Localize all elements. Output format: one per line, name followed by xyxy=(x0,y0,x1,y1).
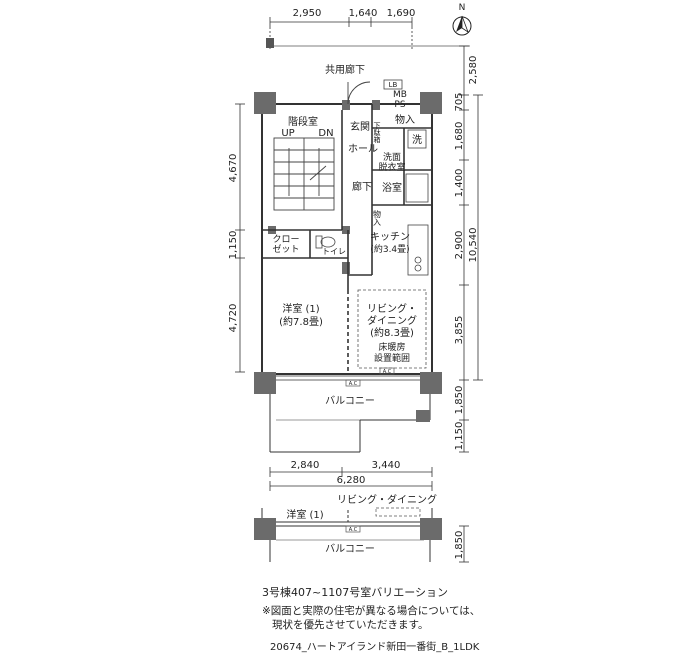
stair-up-label: UP xyxy=(281,128,294,139)
variation-dim: 1,850 xyxy=(454,531,465,560)
right-dim-5: 2,900 xyxy=(454,231,465,260)
stairwell xyxy=(273,137,335,211)
mb-label: MB xyxy=(393,90,407,100)
compass-label: N xyxy=(459,3,466,13)
kitchen-label-1: キッチン xyxy=(370,231,410,243)
western-room-label-1: 洋室 (1) xyxy=(282,302,319,315)
corridor-post xyxy=(266,38,274,48)
bottom-dimension-line xyxy=(269,467,433,491)
washroom-label-1: 洗面 xyxy=(383,151,401,163)
footer-label: 20674_ハートアイランド新田一番街_B_1LDK xyxy=(270,642,480,653)
living-label-2: ダイニング xyxy=(367,314,417,327)
right-dimension-line xyxy=(459,45,483,453)
washroom-label-2: 脱衣室 xyxy=(378,161,405,173)
right-dim-8: 1,150 xyxy=(454,422,465,451)
balcony-label: バルコニー xyxy=(325,395,375,407)
floor-heat-label-1: 床暖房 xyxy=(378,341,405,353)
right-dim-6: 3,855 xyxy=(454,316,465,345)
toilet-icon xyxy=(315,235,336,249)
entrance-door xyxy=(347,81,371,105)
top-dim-3: 1,690 xyxy=(387,8,416,19)
balcony-pillar xyxy=(416,410,430,422)
living-label-3: (約8.3畳) xyxy=(370,326,414,339)
variation-ac-label: A.C xyxy=(349,527,358,533)
wall-pillars xyxy=(254,92,442,394)
hall-label: ホール xyxy=(348,143,378,155)
western-room-label-2: (約7.8畳) xyxy=(279,315,323,328)
corridor-label: 廊下 xyxy=(352,180,372,193)
disclaimer-line-1: ※図面と実際の住宅が異なる場合については、 xyxy=(262,605,481,617)
balcony-outline xyxy=(269,394,431,453)
left-dim-3: 4,720 xyxy=(228,304,239,333)
right-dim-2: 705 xyxy=(454,92,465,111)
right-dim-4: 1,400 xyxy=(454,169,465,198)
variation-pillars xyxy=(254,518,442,540)
top-dim-2: 1,640 xyxy=(349,8,378,19)
lb-label: LB xyxy=(389,81,398,89)
kitchen-counter xyxy=(407,224,429,276)
toilet-label: トイレ xyxy=(322,247,346,256)
ac-unit-1 xyxy=(345,379,361,387)
ac-label-2: A.C xyxy=(383,369,392,375)
variation-caption: 3号棟407~1107号室バリエーション xyxy=(262,586,448,599)
variation-western-label: 洋室 (1) xyxy=(286,508,323,521)
variation-living-label: リビング・ダイニング xyxy=(337,493,437,506)
lb-box xyxy=(383,79,403,90)
top-dimension-line xyxy=(269,17,413,50)
left-dimension-line xyxy=(235,103,245,373)
common-corridor-label: 共用廊下 xyxy=(325,63,365,76)
ps-label: PS xyxy=(394,100,405,110)
top-dim-1: 2,950 xyxy=(293,8,322,19)
variation-ac-unit xyxy=(345,525,361,533)
variation-dimension-line xyxy=(459,525,469,563)
right-dim-3: 1,680 xyxy=(454,122,465,151)
bath-label: 浴室 xyxy=(382,181,402,194)
closet-label-2: ゼット xyxy=(272,243,299,255)
floor-heat-label-2: 設置範囲 xyxy=(374,352,410,364)
right-dim-7: 1,850 xyxy=(454,386,465,415)
right-dim-1: 2,580 xyxy=(468,56,479,85)
storage-mid-label: 物入 xyxy=(373,209,382,226)
interior-walls xyxy=(262,104,432,374)
storage-top-label: 物入 xyxy=(395,113,415,126)
bottom-dim-total: 6,280 xyxy=(337,475,366,486)
bottom-dim-2: 3,440 xyxy=(372,460,401,471)
ac-unit-2 xyxy=(379,367,395,375)
left-dim-2: 1,150 xyxy=(228,231,239,260)
north-compass-icon xyxy=(452,15,472,36)
disclaimer-line-2: 現状を優先させていただきます。 xyxy=(272,619,429,631)
stair-dn-label: DN xyxy=(318,128,333,139)
washing-machine-icon xyxy=(407,129,427,149)
living-label-1: リビング・ xyxy=(367,302,417,315)
bottom-windows xyxy=(276,375,420,381)
bottom-dim-1: 2,840 xyxy=(291,460,320,471)
left-dim-1: 4,670 xyxy=(228,154,239,183)
variation-heat-area xyxy=(375,507,421,517)
ac-label-1: A.C xyxy=(349,381,358,387)
kitchen-label-2: (約3.4畳) xyxy=(370,243,409,255)
wash-label: 洗 xyxy=(412,134,422,146)
stairwell-label: 階段室 xyxy=(288,115,318,128)
right-dim-total: 10,540 xyxy=(468,228,479,263)
entrance-label: 玄関 xyxy=(350,120,370,133)
bathtub-icon xyxy=(405,173,429,203)
shoe-storage-label: 下駄箱 xyxy=(373,122,381,144)
closet-label-1: クロー xyxy=(272,234,299,245)
variation-balcony-label: バルコニー xyxy=(325,543,375,555)
